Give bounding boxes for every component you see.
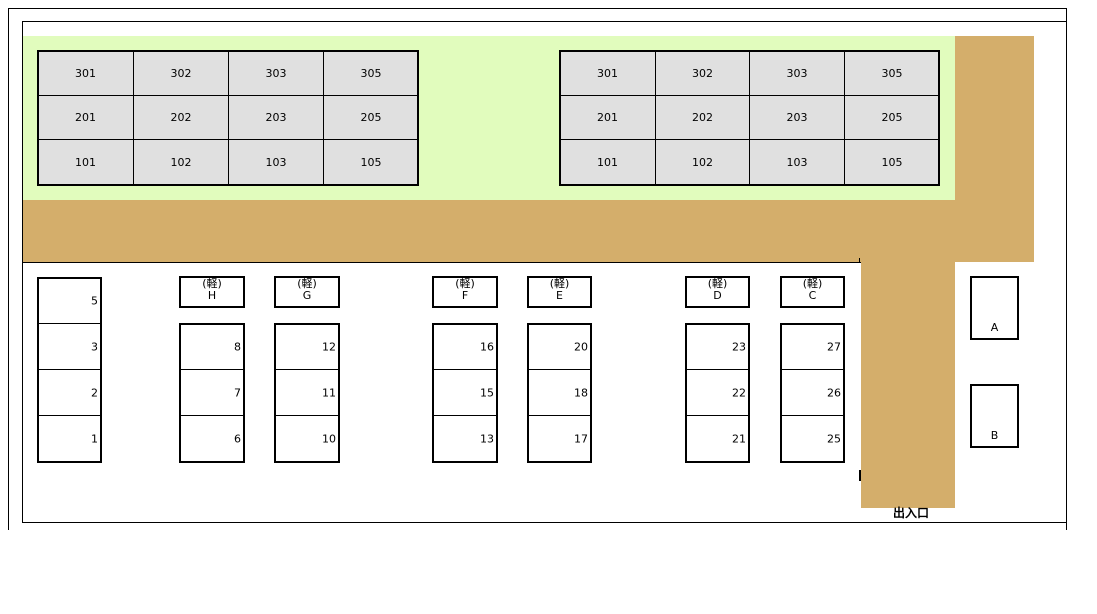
kei-stall-E: (軽)E [527, 276, 592, 308]
unit-201-right: 201 [559, 95, 656, 140]
parking-column-G-frame [274, 323, 340, 463]
frame-left [8, 8, 9, 530]
stall-number: 1 [91, 432, 98, 446]
stall-number: 17 [574, 432, 588, 446]
parking-stall-21: 21 [685, 415, 750, 463]
stall-number: 6 [234, 432, 241, 446]
stall-letter: A [990, 321, 999, 334]
parking-stall-B: B [970, 384, 1019, 448]
parking-stall-17: 17 [527, 415, 592, 463]
kei-letter: E [556, 289, 563, 302]
kei-letter: D [713, 289, 722, 302]
frame-bottom [22, 522, 1067, 523]
unit-205-right: 205 [844, 95, 940, 140]
kei-label: (軽) [549, 277, 570, 290]
kei-letter: F [461, 289, 469, 302]
stall-number: 22 [732, 386, 746, 399]
unit-305-right: 305 [844, 50, 940, 96]
lot-top-edge [23, 262, 861, 263]
stall-number: 20 [574, 340, 588, 353]
stall-number: 5 [91, 294, 98, 307]
parking-stall-26: 26 [780, 369, 845, 416]
entrance-post [859, 470, 861, 481]
road-vertical-entrance [861, 262, 955, 508]
parking-stall-13: 13 [432, 415, 498, 463]
road-horizontal [23, 200, 1034, 262]
parking-column-F-frame [432, 323, 498, 463]
kei-stall-F: (軽)F [432, 276, 498, 308]
kei-label: (軽) [297, 277, 317, 290]
unit-201-left: 201 [37, 95, 134, 140]
kei-letter: G [302, 289, 312, 302]
unit-103-left: 103 [228, 139, 324, 186]
parking-stall-A: A [970, 276, 1019, 340]
frame-inner-top [22, 21, 1067, 22]
stall-number: 11 [322, 386, 336, 399]
stall-number: 10 [322, 432, 336, 446]
parking-column-C-frame [780, 323, 845, 463]
stall-number: 26 [827, 386, 841, 399]
unit-202-left: 202 [133, 95, 229, 140]
building-left-outline [37, 50, 419, 186]
kei-label: (軽) [707, 277, 728, 290]
parking-column-D-frame [685, 323, 750, 463]
kei-stall-D: (軽)D [685, 276, 750, 308]
lot-right-edge [859, 258, 860, 262]
frame-right [1066, 8, 1067, 530]
stall-number: 15 [480, 386, 494, 399]
stall-number: 8 [234, 340, 241, 353]
stall-number: 18 [574, 386, 588, 399]
stall-number: 27 [827, 340, 841, 353]
frame-top [8, 8, 1067, 9]
kei-label: (軽) [202, 277, 222, 290]
stall-number: 7 [234, 386, 241, 399]
parking-stall-20: 20 [527, 323, 592, 370]
parking-stall-10: 10 [274, 415, 340, 463]
unit-203-left: 203 [228, 95, 324, 140]
stall-number: 12 [322, 340, 336, 353]
kei-label: (軽) [802, 277, 823, 290]
frame-inner-left [22, 21, 23, 523]
parking-column-H-frame [179, 323, 245, 463]
parking-stall-16: 16 [432, 323, 498, 370]
kei-stall-C: (軽)C [780, 276, 845, 308]
stall-number: 21 [732, 432, 746, 446]
parking-column-E-frame [527, 323, 592, 463]
kei-stall-H: (軽)H [179, 276, 245, 308]
kei-label: (軽) [455, 277, 475, 290]
parking-column-1-frame [37, 277, 102, 463]
stall-number: 3 [91, 340, 98, 353]
stall-number: 23 [732, 340, 746, 353]
kei-letter: H [207, 289, 217, 302]
unit-101-left: 101 [37, 139, 134, 186]
stall-number: 16 [480, 340, 494, 353]
kei-stall-G: (軽)G [274, 276, 340, 308]
stall-letter: B [990, 429, 999, 442]
stall-number: 2 [91, 386, 98, 399]
building-right-outline [559, 50, 940, 186]
road-vertical-right [955, 36, 1034, 262]
parking-stall-5: 5 [37, 277, 102, 324]
parking-stall-18: 18 [527, 369, 592, 416]
stall-number: 25 [827, 432, 841, 446]
stall-number: 13 [480, 432, 494, 446]
kei-letter: C [808, 289, 817, 302]
entrance-label: 出入口 [893, 506, 930, 520]
unit-105-left: 105 [323, 139, 419, 186]
